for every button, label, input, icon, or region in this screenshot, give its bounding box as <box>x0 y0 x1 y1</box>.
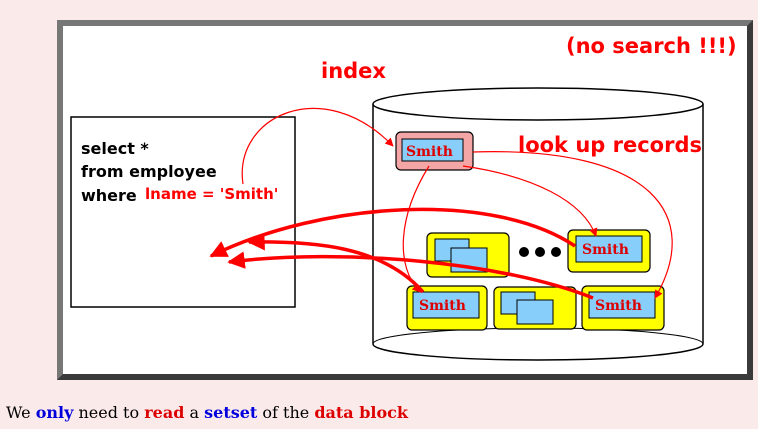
query-line-from: from employee <box>81 162 217 181</box>
record-block-smith-right: Smith <box>581 285 665 331</box>
no-search-label: (no search !!!) <box>566 34 737 58</box>
index-lookup-diagram: select * from employee where lname = 'Sm… <box>70 34 737 361</box>
ellipsis-dots <box>519 247 561 257</box>
arrow-query-to-index <box>241 107 394 185</box>
caption-setset: setset <box>204 403 258 422</box>
record-smith-top-label: Smith <box>582 242 629 258</box>
lookup-label: look up records <box>518 133 702 157</box>
query-line-select: select * <box>81 139 149 158</box>
record-block-empty-bottom <box>493 286 577 330</box>
query-line-where: where <box>81 186 137 205</box>
caption-of-the: of the <box>262 403 310 422</box>
arrow-index-to-record-right <box>472 151 673 299</box>
caption-a: a <box>189 403 200 422</box>
arrow-index-to-record-top <box>462 165 598 237</box>
record-block-smith-top: Smith <box>567 229 651 273</box>
index-entry-label: Smith <box>406 144 453 160</box>
caption-we: We <box>6 403 31 422</box>
query-condition: lname = 'Smith' <box>145 185 278 203</box>
index-entry: Smith <box>395 131 474 171</box>
record-smith-left-label: Smith <box>419 298 466 314</box>
query-box <box>70 116 296 308</box>
caption-need-to: need to <box>78 403 140 422</box>
caption-read: read <box>144 403 185 422</box>
index-label: index <box>321 59 386 83</box>
arrow-record-right-to-query <box>227 251 594 300</box>
arrow-record-left-to-query <box>247 233 425 294</box>
caption: We only need to read a setset of the dat… <box>6 403 408 422</box>
caption-only: only <box>35 403 74 422</box>
caption-data-block: data block <box>314 403 408 422</box>
record-smith-right-label: Smith <box>595 298 642 314</box>
diagram-frame: select * from employee where lname = 'Sm… <box>57 20 753 380</box>
record-block-smith-left: Smith <box>406 285 488 331</box>
